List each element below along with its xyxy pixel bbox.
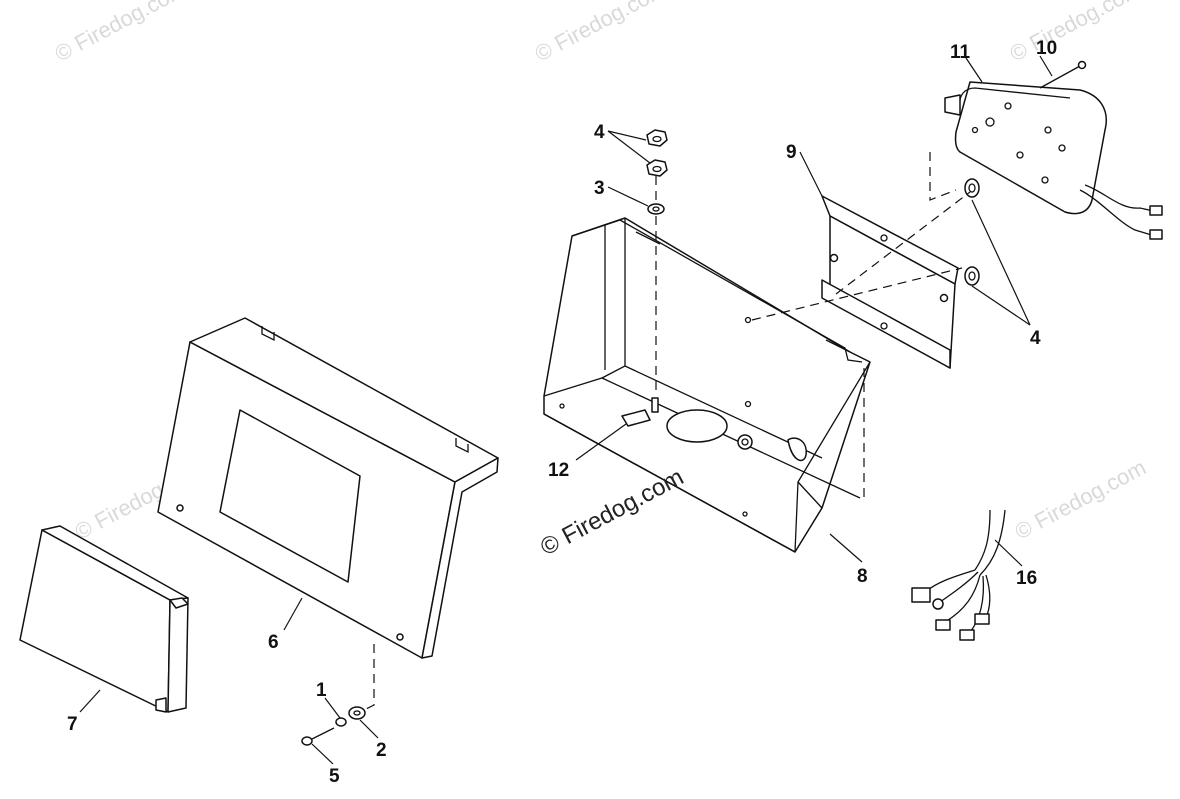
callout-9: 9 (786, 142, 797, 163)
part-4-washer-lower (964, 266, 980, 286)
part-10-screw (1039, 60, 1087, 89)
callout-6: 6 (268, 632, 279, 653)
callout-1: 1 (316, 680, 327, 701)
assembly-lines (363, 152, 971, 711)
part-9-bracket (821, 195, 959, 369)
part-4-washer-upper (964, 178, 980, 198)
callout-2: 2 (376, 740, 387, 761)
part-7-lens (19, 525, 189, 713)
callout-3: 3 (594, 178, 605, 199)
part-5-screw (301, 727, 335, 746)
watermark-mid-right: © Firedog.com (1011, 454, 1150, 544)
part-2-washer (348, 706, 366, 720)
leader-lines (79, 55, 1053, 765)
callout-4-upper: 4 (594, 122, 605, 143)
part-8-housing (543, 217, 871, 553)
watermark-top-left: © Firedog.com (51, 0, 190, 66)
part-4-nut-upper (646, 129, 668, 147)
callout-10: 10 (1036, 38, 1057, 59)
callout-4-right: 4 (1030, 328, 1041, 349)
callout-5: 5 (329, 766, 340, 787)
callout-11: 11 (950, 42, 971, 63)
watermark-top-center: © Firedog.com (531, 0, 670, 66)
part-3-washer (647, 203, 665, 215)
part-11-display-module (944, 81, 1163, 240)
part-1-lockwasher (335, 717, 347, 727)
watermark-top-right: © Firedog.com (1006, 0, 1145, 66)
callout-16: 16 (1016, 568, 1037, 589)
callout-7: 7 (67, 714, 78, 735)
callout-8: 8 (857, 566, 868, 587)
part-16-wire-harness (911, 509, 1006, 641)
callout-12: 12 (548, 460, 569, 481)
part-4-nut-lower (646, 159, 668, 177)
part-6-front-panel (157, 317, 499, 659)
